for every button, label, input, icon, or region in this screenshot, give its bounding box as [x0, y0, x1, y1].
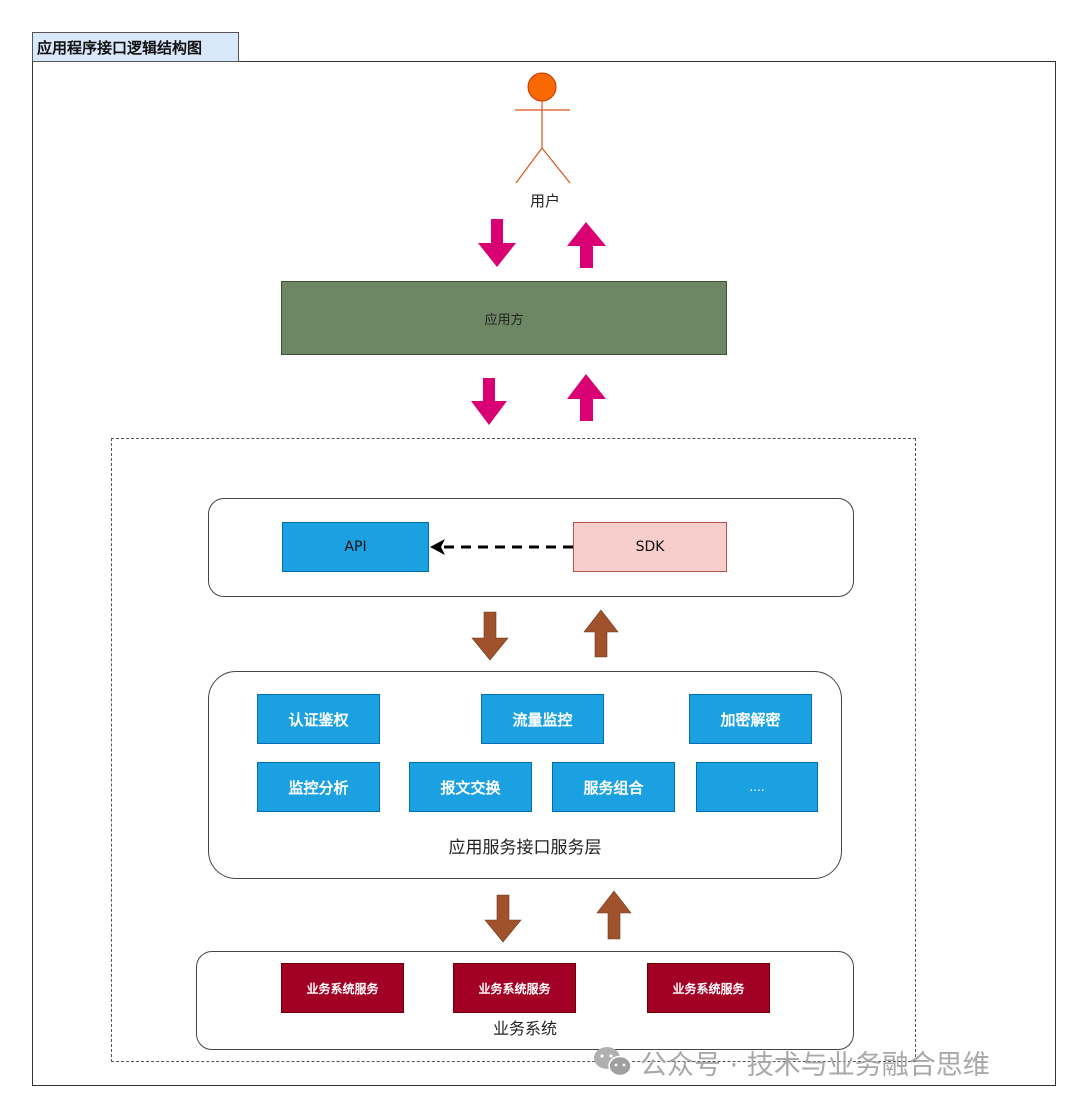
- service-box: ....: [696, 762, 818, 812]
- arrow-up-icon: [583, 609, 619, 658]
- sdk-to-api-dashed-arrow: [430, 539, 573, 555]
- sdk-box: SDK: [573, 522, 727, 572]
- business-service-label: 业务系统服务: [672, 981, 745, 996]
- api-label: API: [344, 539, 367, 555]
- watermark: 公众号 · 技术与业务融合思维: [592, 1042, 1052, 1082]
- service-label: 加密解密: [720, 710, 781, 729]
- actor-label: 用户: [529, 192, 560, 210]
- service-label: 认证鉴权: [288, 710, 349, 729]
- diagram-frame: [32, 61, 1056, 1086]
- service-label: 报文交换: [440, 778, 501, 797]
- arrow-down-icon: [471, 611, 509, 661]
- arrow-down-icon: [484, 894, 522, 943]
- watermark-text: 公众号 · 技术与业务融合思维: [640, 1049, 990, 1081]
- arrow-down-icon: [471, 378, 507, 425]
- business-service-box: 业务系统服务: [453, 963, 576, 1013]
- service-box: 流量监控: [481, 694, 604, 744]
- arrow-up-icon: [567, 374, 606, 421]
- service-box: 服务组合: [552, 762, 675, 812]
- arrow-up-icon: [596, 890, 632, 940]
- api-box: API: [282, 522, 429, 572]
- business-service-label: 业务系统服务: [478, 981, 551, 996]
- service-layer-label: 应用服务接口服务层: [448, 838, 602, 858]
- app-layer-box: 应用方: [281, 281, 727, 355]
- business-service-box: 业务系统服务: [281, 963, 404, 1013]
- service-box: 监控分析: [257, 762, 380, 812]
- business-service-box: 业务系统服务: [647, 963, 770, 1013]
- user-actor-icon: [515, 72, 571, 184]
- service-label: 流量监控: [512, 710, 573, 729]
- business-service-label: 业务系统服务: [306, 981, 379, 996]
- service-label: 监控分析: [288, 778, 349, 797]
- service-label: ....: [749, 780, 765, 794]
- service-label: 服务组合: [583, 778, 644, 797]
- arrow-down-icon: [478, 219, 516, 267]
- interface-boundary: [111, 438, 916, 1062]
- arrow-up-icon: [567, 222, 606, 268]
- sdk-label: SDK: [635, 539, 665, 555]
- business-system-label: 业务系统: [492, 1019, 557, 1038]
- app-layer-label: 应用方: [484, 312, 524, 328]
- service-box: 加密解密: [689, 694, 812, 744]
- wechat-icon: [594, 1047, 632, 1077]
- service-box: 报文交换: [409, 762, 532, 812]
- diagram-title: 应用程序接口逻辑结构图: [32, 32, 239, 62]
- service-box: 认证鉴权: [257, 694, 380, 744]
